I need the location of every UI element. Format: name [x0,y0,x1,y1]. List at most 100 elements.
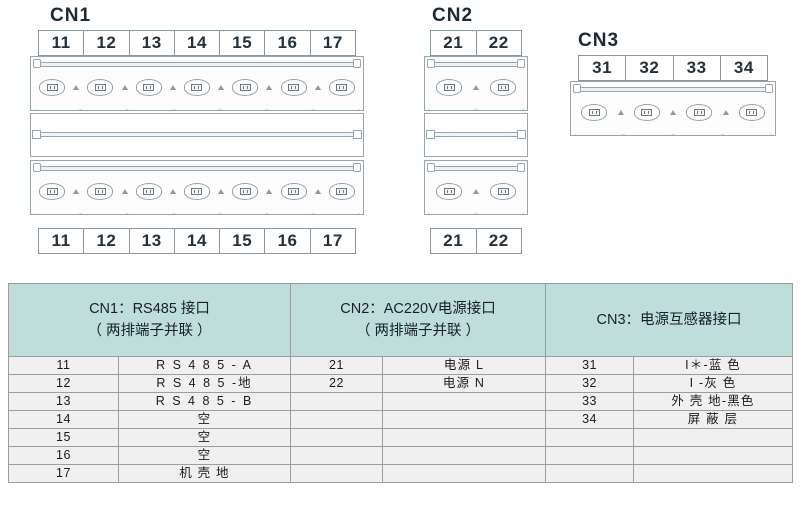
cn3-screw-3 [676,103,723,121]
cn2-signal-cell [381,428,547,447]
cn1-top-screw-1 [31,78,73,96]
pin-assignment-table: CN1：RS485 接口（ 两排端子并联 ）CN2：AC220V电源接口（ 两排… [8,283,794,483]
cn1-pin-cell: 17 [8,464,119,483]
cn2-pin-cell [290,410,383,429]
polarity-marker-icon [169,188,176,194]
cn2-pin-cell [290,392,383,411]
cn1-bottom-screw-1 [31,182,73,200]
cn1-bottom-pin-16: 16 [265,229,311,253]
screw-head-icon [94,83,106,91]
cn3-signal-cell: 外 壳 地-黑色 [633,392,794,411]
cn1-terminal-body-top [30,56,364,114]
cn2-pin-cell [290,446,383,465]
connector-cn1-title: CN1 [50,5,92,26]
cn1-top-screw-7 [321,78,363,96]
polarity-marker-icon [169,84,176,90]
cn3-screw-terminals [571,100,775,124]
cn1-signal-cell: 空 [118,410,291,429]
cn2-signal-cell [381,392,547,411]
cn2-top-screw-2 [479,78,527,96]
cn3-signal-cell: 屏 蔽 层 [633,410,794,429]
cn3-pin-cell: 33 [545,392,635,411]
cn1-bottom-screw-7 [321,182,363,200]
cn3-screw-4 [729,103,776,121]
cn2-terminal-body-bottom [424,160,528,218]
connector-cn3-title: CN3 [578,30,620,51]
cn1-screw-terminals-bottom [31,179,363,203]
cn2-pin-cell: 21 [290,356,383,375]
cn2-wave-edge-bottom [427,202,525,218]
cn1-top-pin-14: 14 [175,31,221,55]
cn3-wave-edge [573,123,773,139]
cn3-pin-32: 32 [626,56,674,80]
cn1-wave-edge-bottom [33,202,361,218]
screw-head-icon [497,83,509,91]
polarity-marker-icon [121,84,128,90]
screw-head-icon [288,83,300,91]
screw-head-icon [746,108,758,116]
cn1-top-screw-6 [272,78,314,96]
cn1-pin-cell: 15 [8,428,119,447]
cn3-signal-cell: I＊-蓝 色 [633,356,794,375]
screw-head-icon [288,187,300,195]
cn2-wave-edge-top [427,98,525,114]
polarity-marker-icon [218,188,225,194]
cn1-signal-cell: 空 [118,428,291,447]
polarity-marker-icon [722,109,729,115]
polarity-marker-icon [670,109,676,115]
cn2-bottom-screw-2 [479,182,527,200]
screw-head-icon [46,187,58,195]
table-header-cn1: CN1：RS485 接口（ 两排端子并联 ） [8,283,291,357]
cn1-top-pin-13: 13 [130,31,175,55]
cn2-screw-terminals-top [425,75,527,99]
cn1-bottom-screw-6 [272,182,314,200]
cn2-signal-cell [381,410,547,429]
cn1-bottom-pin-13: 13 [130,229,175,253]
cn2-signal-cell [381,446,547,465]
polarity-marker-icon [473,84,479,90]
cn3-signal-cell [633,464,794,483]
cn3-signal-cell [633,428,794,447]
cn1-bottom-screw-3 [128,182,170,200]
cn1-pin-cell: 11 [8,356,119,375]
cn1-pin-cell: 16 [8,446,119,465]
cn1-signal-cell: R S 4 8 5 - A [118,356,291,375]
screw-head-icon [693,108,705,116]
cn1-top-pin-17: 17 [322,33,343,52]
cn2-bottom-screw-1 [425,182,473,200]
cn1-bottom-pin-15: 15 [220,229,266,253]
header-line-1: CN1：RS485 接口 [89,300,210,317]
screw-head-icon [94,187,106,195]
cn1-bottom-pin-12: 12 [84,229,130,253]
polarity-marker-icon [266,84,273,90]
screw-head-icon [191,187,203,195]
cn3-pin-cell: 34 [545,410,635,429]
cn2-screw-terminals-bottom [425,179,527,203]
cn3-pin-cell: 32 [545,374,635,393]
polarity-marker-icon [218,84,225,90]
header-line-2: （ 两排端子并联 ） [355,323,481,339]
cn1-top-screw-3 [128,78,170,96]
cn1-top-pin-16: 16 [265,31,311,55]
cn1-bottom-pin-17: 17 [322,231,343,250]
cn2-signal-cell: 电源 N [381,374,547,393]
cn1-bottom-screw-4 [176,182,218,200]
cn3-screw-2 [624,103,671,121]
cn3-pin-cell [545,446,635,465]
screw-head-icon [588,108,600,116]
cn1-pin-cell: 14 [8,410,119,429]
polarity-marker-icon [73,188,80,194]
cn1-bottom-pin-14: 14 [175,229,221,253]
screw-head-icon [497,187,509,195]
cn3-pin-31: 31 [579,56,627,80]
screw-head-icon [46,83,58,91]
cn2-middle-section [424,113,528,157]
cn2-top-screw-1 [425,78,473,96]
